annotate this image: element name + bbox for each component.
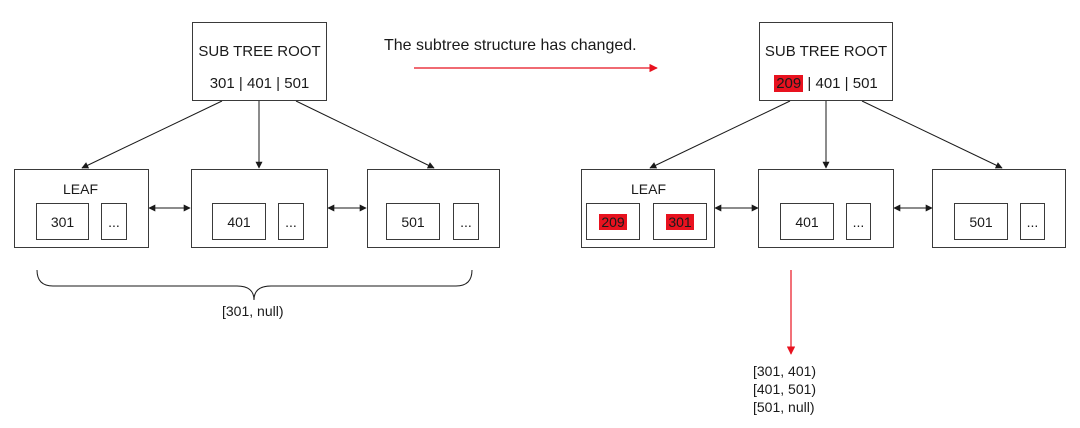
- left-leaf-1-ellipsis: ...: [101, 203, 127, 240]
- left-root-keys: 301 | 401 | 501: [209, 75, 310, 92]
- change-caption: The subtree structure has changed.: [384, 37, 637, 54]
- right-root-title: SUB TREE ROOT: [764, 43, 888, 60]
- right-leaf-1-key-1: 209: [586, 203, 640, 240]
- right-subtree-root: SUB TREE ROOT 209 | 401 | 501: [759, 22, 893, 101]
- left-leaf-1-key: 301: [36, 203, 89, 240]
- left-leaf-2-ellipsis: ...: [278, 203, 304, 240]
- right-range-1: [301, 401): [753, 363, 817, 379]
- edge-left-root-leaf1: [81, 100, 223, 169]
- right-leaf-label: LEAF: [631, 181, 667, 197]
- left-range-label: [301, null): [222, 303, 284, 319]
- left-leaf-3-key: 501: [386, 203, 440, 240]
- edge-right-root-leaf1: [649, 100, 791, 169]
- left-leaf-3-ellipsis: ...: [453, 203, 479, 240]
- right-leaf-1-key-1-text: 209: [599, 213, 627, 230]
- range-brace: [36, 269, 473, 301]
- right-leaf-3-key: 501: [954, 203, 1008, 240]
- left-leaf-2-key: 401: [212, 203, 266, 240]
- left-subtree-root: SUB TREE ROOT 301 | 401 | 501: [192, 22, 327, 101]
- right-root-keys-rest: | 401 | 501: [803, 75, 878, 92]
- edge-right-root-leaf3: [861, 100, 1003, 169]
- right-leaf-1-key-2-text: 301: [666, 213, 694, 230]
- right-leaf-1-key-2: 301: [653, 203, 707, 240]
- right-range-2: [401, 501): [753, 381, 817, 397]
- right-leaf-2-key: 401: [780, 203, 834, 240]
- right-leaf-3-ellipsis: ...: [1020, 203, 1045, 240]
- left-leaf-label: LEAF: [63, 181, 99, 197]
- right-root-key-highlight: 209: [774, 75, 804, 92]
- left-root-title: SUB TREE ROOT: [198, 43, 321, 60]
- edge-left-root-leaf3: [295, 100, 435, 169]
- right-leaf-2-ellipsis: ...: [846, 203, 871, 240]
- right-range-3: [501, null): [753, 399, 815, 415]
- right-root-keys: 209 | 401 | 501: [760, 75, 892, 92]
